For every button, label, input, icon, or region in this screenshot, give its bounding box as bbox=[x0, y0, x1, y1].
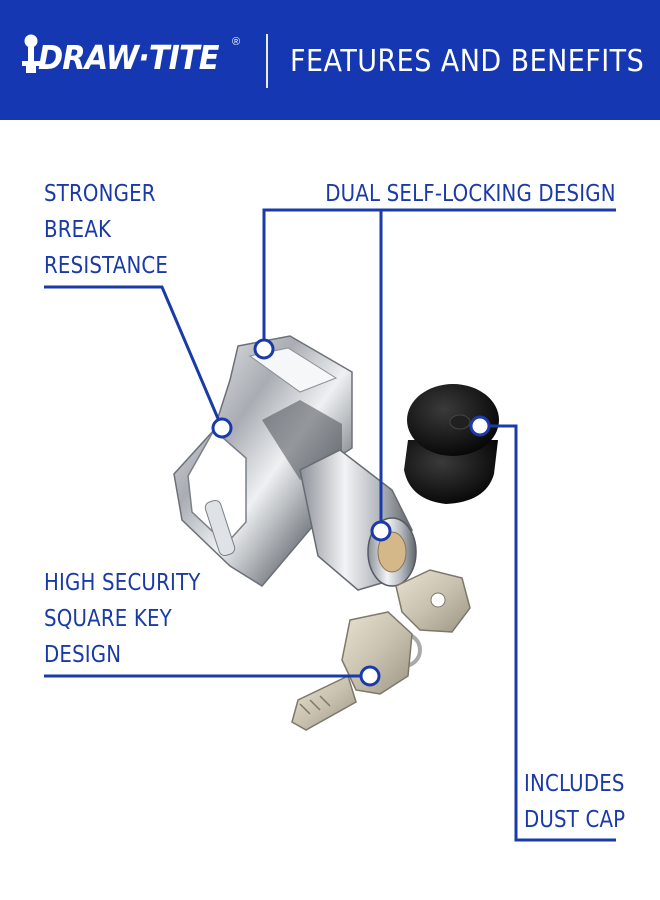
hitch-ball-icon bbox=[22, 34, 40, 73]
callout-dot-self-locking-top bbox=[253, 338, 275, 360]
callout-dot-break-resistance bbox=[211, 417, 233, 439]
callout-break-resistance-line1: STRONGER bbox=[44, 181, 156, 207]
callout-square-key-line1: HIGH SECURITY bbox=[44, 570, 201, 596]
callout-dot-dust-cap bbox=[469, 415, 491, 437]
callout-break-resistance-line3: RESISTANCE bbox=[44, 253, 169, 279]
callout-dust-cap-line2: DUST CAP bbox=[524, 807, 626, 833]
callout-dot-self-locking-cylinder bbox=[370, 520, 392, 542]
coupler-lock-body bbox=[173, 335, 417, 591]
callout-break-resistance-line2: BREAK bbox=[44, 217, 112, 243]
registered-mark: ® bbox=[232, 36, 241, 48]
callout-dot-square-key bbox=[359, 665, 381, 687]
dust-cap bbox=[404, 384, 499, 504]
header-divider bbox=[266, 34, 268, 88]
header-banner: DRAW·TITE ® FEATURES AND BENEFITS bbox=[0, 0, 660, 120]
page-title: FEATURES AND BENEFITS bbox=[290, 44, 645, 79]
callout-square-key-line3: DESIGN bbox=[44, 642, 122, 668]
callout-lines bbox=[44, 208, 616, 842]
callout-dust-cap-line1: INCLUDES bbox=[524, 771, 625, 797]
keys bbox=[291, 569, 471, 731]
brand-logo-text: DRAW·TITE bbox=[38, 38, 220, 77]
callout-square-key-line2: SQUARE KEY bbox=[44, 606, 172, 632]
callout-self-locking: DUAL SELF-LOCKING DESIGN bbox=[325, 181, 616, 207]
